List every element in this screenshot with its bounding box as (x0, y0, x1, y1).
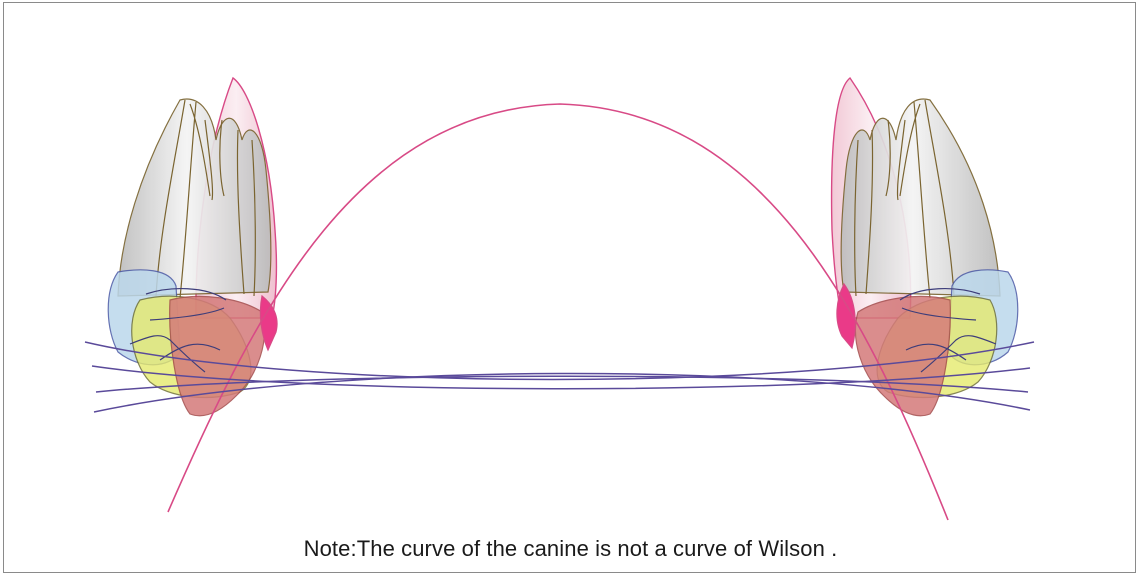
wilson-curve-3 (95, 375, 1029, 393)
right-crown-red (854, 295, 951, 417)
wilson-curve-1 (84, 341, 1035, 381)
left-crown-red (169, 295, 266, 417)
canine-curve (167, 103, 949, 521)
wilson-curves (84, 341, 1035, 413)
right-tooth-group-icon (830, 76, 1019, 417)
wilson-curve-2 (91, 365, 1031, 390)
right-root-mass (840, 98, 1001, 297)
right-crown-pink (836, 282, 856, 350)
wilson-curve-4 (93, 372, 1031, 413)
left-crown-outlines (129, 288, 227, 373)
right-root-contours (854, 99, 955, 299)
left-root-contours (155, 99, 256, 299)
left-tooth-group-icon (107, 76, 278, 417)
figure-caption: Note:The curve of the canine is not a cu… (303, 536, 838, 561)
right-crown-outlines (899, 288, 997, 373)
left-root-mass (117, 98, 272, 297)
